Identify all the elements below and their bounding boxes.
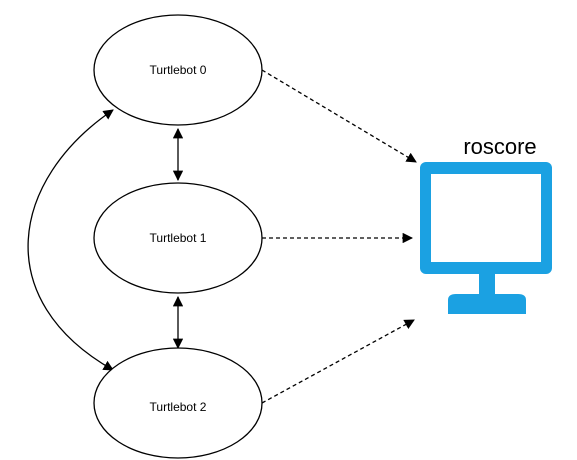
node-label: Turtlebot 2 xyxy=(150,400,207,414)
node-label: Turtlebot 1 xyxy=(150,231,207,245)
node-turtlebot-2: Turtlebot 2 xyxy=(93,347,263,459)
edge-0-2 xyxy=(27,109,114,371)
node-turtlebot-0: Turtlebot 0 xyxy=(93,14,263,126)
node-label: Turtlebot 0 xyxy=(150,63,207,77)
monitor-icon xyxy=(420,162,552,314)
roscore-label: roscore xyxy=(463,134,536,159)
edge-0-roscore xyxy=(261,69,417,163)
node-turtlebot-1: Turtlebot 1 xyxy=(93,182,263,294)
edge-2-roscore xyxy=(261,319,415,404)
